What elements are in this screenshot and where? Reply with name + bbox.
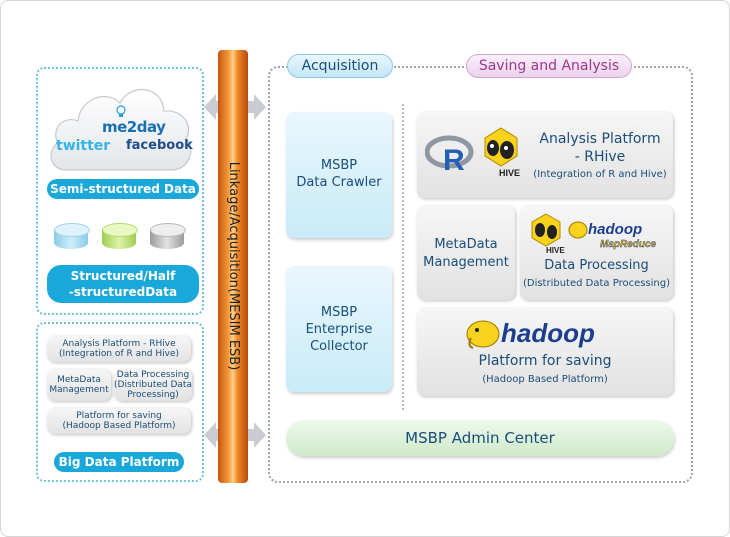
crawler-line2: Data Crawler bbox=[296, 175, 382, 190]
data-sources-box: me2day twitter facebook Semi-structured … bbox=[36, 67, 204, 315]
structured-data-line1: Structured/Half bbox=[70, 269, 176, 283]
analysis-platform-subtitle: (Integration of R and Hive) bbox=[533, 169, 667, 180]
cloud-icon bbox=[50, 88, 192, 171]
platform-for-saving-title: Platform for saving bbox=[478, 353, 612, 369]
mini-processing-line3: Processing) bbox=[127, 390, 179, 400]
platform-for-saving-subtitle: (Hadoop Based Platform) bbox=[482, 374, 608, 385]
hive-small-logo-icon: HIVE bbox=[531, 213, 565, 254]
me2day-logo: me2day bbox=[102, 118, 166, 136]
twitter-logo: twitter bbox=[56, 138, 111, 154]
collector-line3: Collector bbox=[310, 339, 368, 354]
facebook-logo: facebook bbox=[126, 138, 193, 153]
mini-metadata-management: MetaData Management bbox=[47, 369, 111, 401]
hadoop-logo-text: hadoop bbox=[588, 221, 642, 238]
database-icon-blue bbox=[54, 223, 90, 253]
collector-line2: Enterprise bbox=[305, 322, 373, 337]
hadoop-large-logo-text: hadoop bbox=[501, 318, 595, 348]
data-processing-subtitle: (Distributed Data Processing) bbox=[522, 278, 671, 289]
esb-pipe bbox=[218, 50, 248, 483]
mini-analysis-title: Analysis Platform - RHive bbox=[62, 339, 176, 349]
r-logo-icon: R bbox=[425, 135, 474, 174]
mini-metadata-line1: MetaData bbox=[57, 375, 101, 385]
hive-logo-icon: HIVE bbox=[484, 127, 520, 178]
r-logo-text: R bbox=[443, 144, 465, 174]
mini-saving-title: Platform for saving bbox=[76, 411, 162, 421]
big-data-platform-box: Analysis Platform - RHive (Integration o… bbox=[36, 322, 204, 482]
hadoop-mapreduce-logo-icon: hadoop MapReduce bbox=[568, 221, 657, 250]
mini-analysis-subtitle: (Integration of R and Hive) bbox=[58, 349, 180, 359]
hive-logo-text: HIVE bbox=[499, 168, 520, 178]
big-data-platform-label: Big Data Platform bbox=[54, 452, 184, 472]
metadata-line2: Management bbox=[423, 255, 509, 270]
analysis-title-line2: - RHive bbox=[574, 149, 626, 165]
database-icon-grey bbox=[150, 223, 186, 253]
collector-line1: MSBP bbox=[320, 305, 358, 320]
database-icon-green bbox=[102, 223, 138, 253]
metadata-line1: MetaData bbox=[434, 237, 498, 252]
platform-for-saving-box: hadoop Platform for saving (Hadoop Based… bbox=[417, 308, 673, 396]
msbp-data-crawler: MSBP Data Crawler bbox=[286, 112, 392, 238]
analysis-title-line1: Analysis Platform bbox=[539, 131, 661, 147]
esb-label: Linkage/Acquisition(MESIM ESB) bbox=[226, 161, 241, 371]
structured-data-line2: -structuredData bbox=[68, 285, 178, 299]
lightbulb-icon bbox=[116, 105, 126, 117]
mini-saving-subtitle: (Hadoop Based Platform) bbox=[62, 421, 176, 431]
structured-data-label: Structured/Half -structuredData bbox=[47, 265, 199, 303]
semi-structured-data-label: Semi-structured Data bbox=[47, 179, 199, 199]
data-processing-title: Data Processing bbox=[544, 258, 649, 273]
saving-analysis-header: Saving and Analysis bbox=[466, 54, 632, 78]
section-divider bbox=[402, 104, 404, 410]
metadata-management-box: MetaData Management bbox=[417, 206, 515, 300]
mini-metadata-line2: Management bbox=[49, 385, 109, 395]
acquisition-header: Acquisition bbox=[287, 54, 393, 78]
hive-small-logo-text: HIVE bbox=[546, 246, 565, 254]
mini-platform-for-saving: Platform for saving (Hadoop Based Platfo… bbox=[47, 408, 191, 434]
msbp-admin-center: MSBP Admin Center bbox=[286, 420, 674, 456]
mapreduce-logo-text: MapReduce bbox=[600, 239, 657, 250]
analysis-platform-box: R HIVE Analysis Platform - RHive (Integr… bbox=[417, 112, 673, 198]
mini-processing-line2: (Distributed Data bbox=[114, 380, 192, 390]
mini-processing-line1: Data Processing bbox=[116, 370, 190, 380]
hadoop-elephant-logo-icon: hadoop bbox=[466, 318, 595, 349]
analysis-platform-title: Analysis Platform - RHive bbox=[527, 130, 673, 166]
data-processing-box: HIVE hadoop MapReduce Data Processing (D… bbox=[520, 206, 673, 300]
crawler-line1: MSBP bbox=[320, 158, 358, 173]
mini-analysis-platform: Analysis Platform - RHive (Integration o… bbox=[47, 336, 191, 362]
mini-data-processing: Data Processing (Distributed Data Proces… bbox=[114, 369, 192, 401]
msbp-enterprise-collector: MSBP Enterprise Collector bbox=[286, 266, 392, 392]
